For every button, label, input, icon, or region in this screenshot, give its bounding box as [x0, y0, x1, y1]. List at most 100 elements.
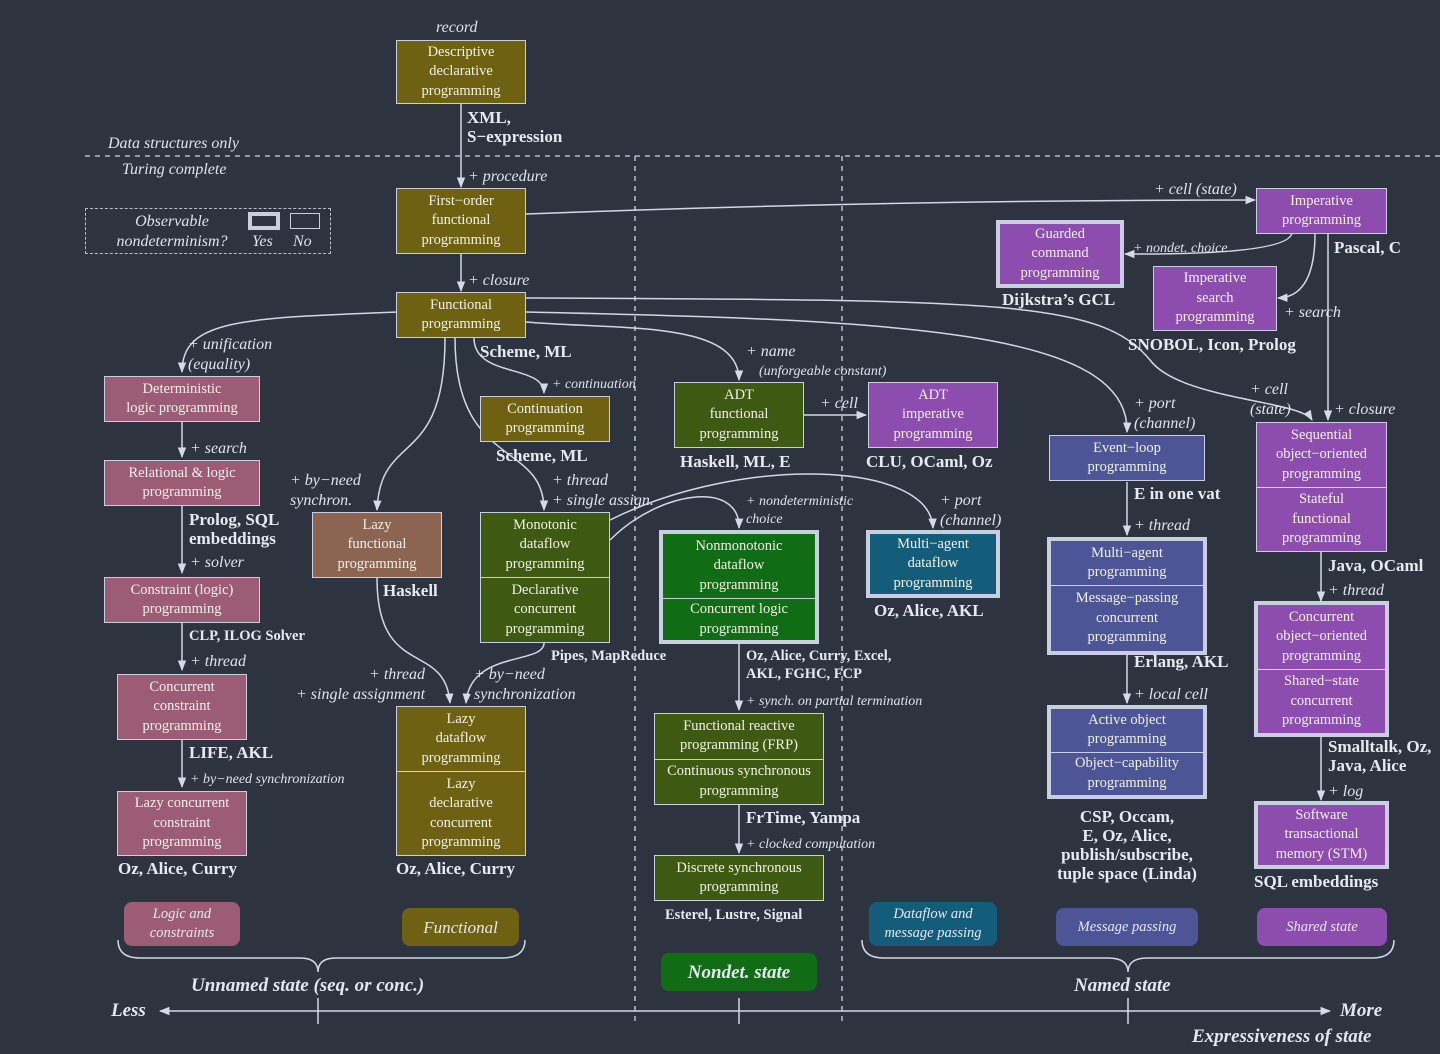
unnamed-state-label: Unnamed state (seq. or conc.) [191, 975, 425, 996]
lang-xml: XML, S−expression [467, 108, 563, 146]
box-label: Lazy concurrent constraint programming [134, 795, 230, 851]
box-label: Multi−agent programming [1087, 544, 1167, 581]
box-nonmonotonic-dataflow: Nonmonotonic dataflow programming Concur… [659, 530, 819, 644]
lang-frtime: FrTime, Yampa [746, 808, 861, 827]
box-label: Sequential object−oriented programming [1275, 426, 1368, 482]
edge-label-synch-partial: + synch. on partial termination [746, 694, 923, 709]
edge-functional-to-deterministic-logic [177, 311, 398, 374]
lang-esterel: Esterel, Lustre, Signal [665, 907, 803, 923]
box-label: Monotonic dataflow programming [505, 516, 585, 572]
edge-label-nondet-choice: + nondet. choice [1133, 241, 1228, 256]
edge-label-unforgeable: (unforgeable constant) [759, 364, 887, 379]
lang-pascal: Pascal, C [1334, 238, 1402, 257]
box-constraint-logic: Constraint (logic) programming [104, 577, 260, 623]
box-multi-agent: Multi−agent programming Message−passing … [1047, 537, 1207, 655]
legend-thin-swatch [290, 213, 320, 229]
edge-label-continuation: + continuation [552, 377, 636, 392]
legend [85, 208, 331, 254]
edge-monotonic-to-lazy-dataflow [462, 642, 545, 705]
edge-label-thread-single-assignment: + thread + single assignment [296, 666, 426, 703]
axis-title: Expressiveness of state [1192, 1026, 1372, 1047]
box-lazy-functional: Lazy functional programming [312, 512, 442, 578]
lang-clu: CLU, OCaml, Oz [866, 452, 993, 471]
edge-label-thread-mp: + thread [1134, 517, 1190, 534]
category-message: Message passing [1056, 908, 1198, 946]
lang-sql-embeddings: SQL embeddings [1254, 872, 1379, 891]
edge-label-search-left: + search [190, 440, 247, 457]
box-lazy-dataflow: Lazy dataflow programming Lazy declarati… [396, 706, 526, 856]
brace-named-state [861, 939, 1395, 973]
legend-question: Observable nondeterminism? [116, 213, 228, 250]
box-label: Guarded command programming [1020, 225, 1100, 281]
lang-java-ocaml: Java, OCaml [1328, 556, 1424, 575]
box-label: Functional reactive programming (FRP) [679, 717, 798, 754]
edge-label-by-need-synchronization: + by−need synchronization [474, 666, 576, 703]
edge-label-cell-state-2: + cell (state) [1250, 381, 1291, 418]
edge-label-nondeterministic-choice: + nondeterministic choice [746, 494, 854, 527]
turing-complete-label: Turing complete [122, 161, 227, 178]
lang-oz-curry-excel: Oz, Alice, Curry, Excel, AKL, FGHC, FCP [746, 648, 892, 682]
brace-unnamed-state [117, 939, 526, 973]
edge-label-by-need-synchron: + by−need synchron. [290, 472, 361, 509]
data-structures-only-label: Data structures only [108, 135, 239, 152]
edge-label-closure-2: + closure [1334, 401, 1396, 418]
box-multi-agent-dataflow: Multi−agent dataflow programming [866, 530, 1000, 598]
box-functional: Functional programming [396, 292, 526, 338]
axis-more-label: More [1340, 1000, 1383, 1021]
lang-scheme-ml-2: Scheme, ML [496, 446, 588, 465]
box-label: Nonmonotonic dataflow programming [695, 537, 783, 593]
lang-csp: CSP, Occam, E, Oz, Alice, publish/subscr… [1057, 807, 1197, 883]
box-label: Lazy declarative concurrent programming [397, 771, 525, 855]
lang-dijkstra: Dijkstra’s GCL [1002, 290, 1116, 309]
lang-scheme-ml-1: Scheme, ML [480, 342, 572, 361]
box-label: ADT functional programming [699, 386, 779, 442]
record-label: record [436, 19, 478, 36]
legend-yes: Yes [252, 233, 273, 250]
edge-label-cell: + cell [820, 395, 858, 412]
box-continuation: Continuation programming [480, 396, 610, 442]
category-shared: Shared state [1257, 908, 1387, 946]
box-label: Imperative search programming [1175, 270, 1255, 326]
box-label: Declarative concurrent programming [481, 577, 609, 642]
edge-imperative-to-search [1276, 232, 1316, 302]
box-label: ADT imperative programming [893, 386, 973, 442]
box-label: Software transactional memory (STM) [1275, 806, 1368, 862]
edge-label-thread-single-assign: + thread + single assign. [552, 472, 654, 509]
box-relational-logic: Relational & logic programming [104, 460, 260, 506]
box-label: Message−passing concurrent programming [1051, 585, 1203, 651]
box-label: Continuous synchronous programming [655, 758, 823, 805]
lang-snobol: SNOBOL, Icon, Prolog [1128, 335, 1296, 354]
edge-first-order-to-imperative [525, 195, 1257, 215]
lang-prolog-sql: Prolog, SQL embeddings [189, 510, 280, 548]
box-label: Lazy dataflow programming [421, 710, 501, 766]
box-first-order-functional: First−order functional programming [396, 188, 526, 254]
edge-functional-to-continuation [473, 337, 549, 395]
box-imperative: Imperative programming [1256, 188, 1387, 234]
lang-oz-alice-akl: Oz, Alice, AKL [874, 601, 984, 620]
box-label: Deterministic logic programming [126, 380, 238, 417]
box-active-object: Active object programming Object−capabil… [1047, 705, 1207, 799]
lang-smalltalk: Smalltalk, Oz, Java, Alice [1328, 737, 1432, 775]
box-adt-imperative: ADT imperative programming [868, 382, 998, 448]
box-label: Active object programming [1087, 711, 1167, 748]
box-sequential-oo: Sequential object−oriented programming S… [1256, 422, 1387, 552]
edge-functional-to-lazy [373, 337, 446, 512]
box-event-loop: Event−loop programming [1049, 435, 1205, 481]
legend-thick-swatch [248, 212, 280, 230]
edge-label-procedure: + procedure [468, 168, 548, 185]
box-deterministic-logic: Deterministic logic programming [104, 376, 260, 422]
edge-label-search-right: + search [1284, 304, 1341, 321]
box-label: Event−loop programming [1087, 439, 1167, 476]
box-stm: Software transactional memory (STM) [1254, 801, 1389, 869]
box-lazy-concurrent-constraint: Lazy concurrent constraint programming [117, 791, 247, 856]
box-label: Relational & logic programming [128, 464, 236, 501]
lang-erlang: Erlang, AKL [1134, 652, 1229, 671]
box-label: Stateful functional programming [1257, 486, 1386, 552]
box-discrete-synchronous: Discrete synchronous programming [654, 855, 824, 901]
legend-no: No [293, 233, 312, 250]
box-label: Object−capability programming [1051, 751, 1203, 796]
edge-label-by-need-sync: + by−need synchronization [190, 772, 345, 787]
box-label: Constraint (logic) programming [130, 581, 234, 618]
lang-oz-alice-curry-1: Oz, Alice, Curry [118, 859, 237, 878]
